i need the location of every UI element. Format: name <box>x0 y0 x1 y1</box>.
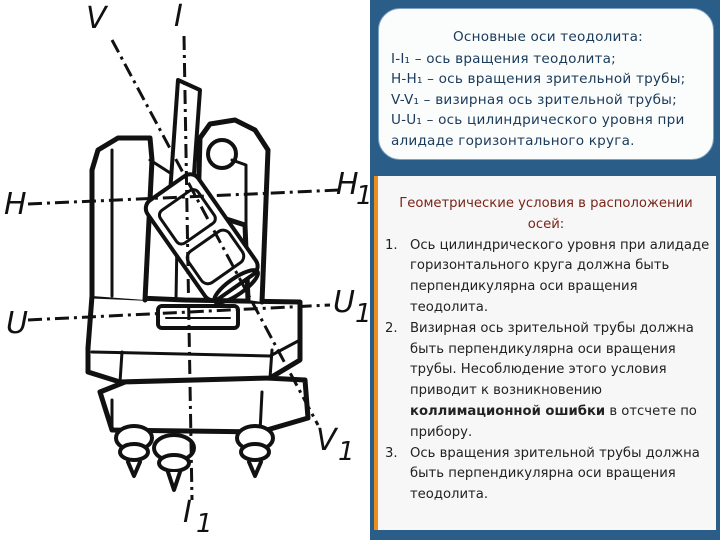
condition-item: 1. Ось цилиндрического уровня при алидад… <box>382 236 710 319</box>
condition-text: Ось цилиндрического уровня при алидаде г… <box>410 237 710 315</box>
condition-item: 2. Визирная ось зрительной трубы должна … <box>382 319 710 444</box>
theodolite-drawing: V I H H 1 U U 1 V 1 I 1 <box>4 0 372 539</box>
label-i1: I <box>183 495 192 530</box>
condition-text: Ось вращения зрительной трубы должна быт… <box>410 445 700 503</box>
left-standard <box>89 135 155 303</box>
conditions-list: 1. Ось цилиндрического уровня при алидад… <box>382 236 710 506</box>
condition-number: 1. <box>385 237 398 253</box>
condition-text-end: в отсчете по прибору. <box>410 403 697 440</box>
condition-number: 3. <box>385 445 398 461</box>
axes-card: Основные оси теодолита: I-I₁ – ось враще… <box>378 8 714 160</box>
label-v: V <box>86 1 109 36</box>
collimation-error-term: коллимационной ошибки <box>410 403 606 419</box>
label-u: U <box>6 306 28 341</box>
conditions-title: Геометрические условия в расположении ос… <box>399 196 693 232</box>
axis-i-i1 <box>182 35 194 501</box>
axes-item-v: V-V₁ – визирная ось зрительной трубы; <box>391 91 677 108</box>
axes-item-u: U-U₁ – ось цилиндрического уровня при ал… <box>391 112 685 149</box>
telescope <box>143 172 260 305</box>
axes-item-h: H-H₁ – ось вращения зрительной трубы; <box>391 71 686 88</box>
label-u1: U <box>333 285 355 320</box>
label-h1: H <box>336 167 359 202</box>
label-v1-sub: 1 <box>338 437 355 467</box>
condition-number: 2. <box>385 320 398 336</box>
label-h1-sub: 1 <box>356 181 372 211</box>
label-i1-sub: 1 <box>196 509 213 539</box>
axes-item-i: I-I₁ – ось вращения теодолита; <box>391 50 616 67</box>
label-h: H <box>4 187 27 222</box>
axis-v-v1 <box>110 39 320 426</box>
label-u1-sub: 1 <box>355 299 372 329</box>
axis-h-h1 <box>27 188 341 206</box>
axis-u-u1 <box>27 303 331 322</box>
condition-item: 3. Ось вращения зрительной трубы должна … <box>382 444 710 506</box>
label-v1: V <box>316 423 339 458</box>
leveling-screws <box>114 424 275 492</box>
conditions-card: Геометрические условия в расположении ос… <box>374 176 716 530</box>
label-i: I <box>174 0 183 34</box>
axes-title: Основные оси теодолита: <box>453 29 643 45</box>
condition-text: Визирная ось зрительной трубы должна быт… <box>410 320 694 399</box>
